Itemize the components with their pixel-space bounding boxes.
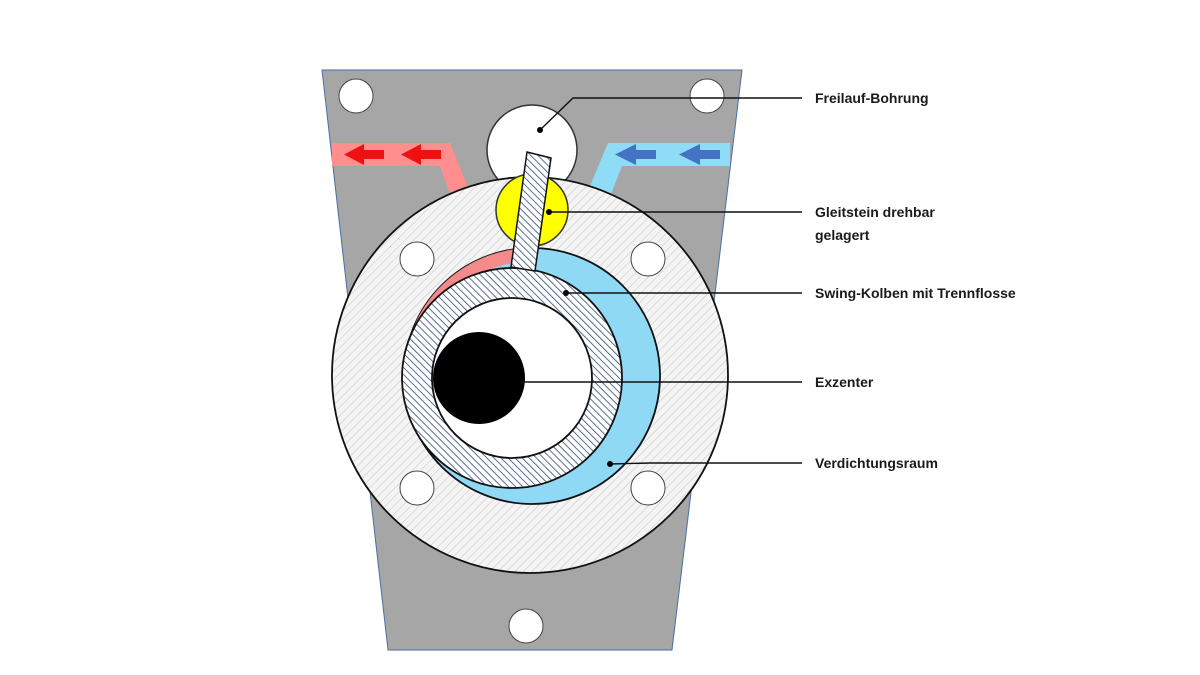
outlet-duct — [332, 143, 497, 263]
label-swing-kolben: Swing-Kolben mit Trennflosse — [815, 285, 1016, 301]
label-freilauf-bohrung: Freilauf-Bohrung — [815, 90, 929, 106]
eccentric — [433, 332, 525, 424]
mounting-hole — [689, 78, 725, 114]
leader-freilauf — [537, 97, 802, 133]
separating-fin — [510, 151, 552, 272]
mounting-hole — [508, 608, 544, 644]
inlet-arrow-icon — [679, 144, 720, 165]
bolt-hole — [399, 241, 435, 277]
bolt-hole — [630, 470, 666, 506]
mounting-hole — [338, 78, 374, 114]
leader-gleitstein — [546, 209, 802, 215]
bolt-hole — [630, 241, 666, 277]
label-gleitstein-line2: gelagert — [815, 227, 870, 243]
inlet-arrow-icon — [615, 144, 656, 165]
label-verdichtungsraum: Verdichtungsraum — [815, 455, 938, 471]
leader-verdichtung — [607, 461, 802, 467]
leader-swing — [563, 290, 802, 296]
bolt-hole — [399, 470, 435, 506]
outlet-arrow-icon — [401, 144, 441, 165]
label-exzenter: Exzenter — [815, 374, 874, 390]
inlet-duct — [560, 143, 730, 263]
label-gleitstein-line1: Gleitstein drehbar — [815, 204, 935, 220]
outlet-arrow-icon — [344, 144, 384, 165]
